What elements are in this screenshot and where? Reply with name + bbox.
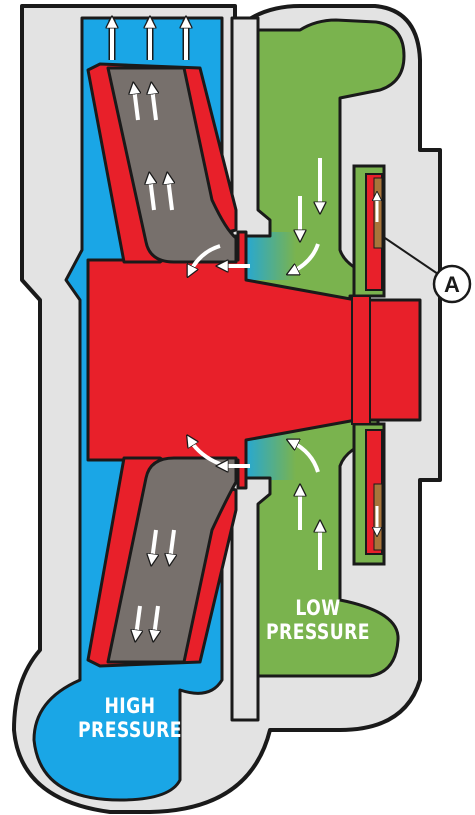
callout-leader-line xyxy=(381,235,439,275)
impeller-hub-and-shaft xyxy=(86,230,422,490)
low-pressure-line2: PRESSURE xyxy=(266,620,370,644)
callout-circle xyxy=(432,264,472,304)
callout-letter: A xyxy=(444,272,460,297)
flow-channel-upper xyxy=(106,66,238,264)
flow-arrows xyxy=(112,20,377,636)
high-pressure-line1: HIGH xyxy=(104,694,156,718)
high-pressure-line2: PRESSURE xyxy=(78,718,182,742)
shaft-sleeve xyxy=(351,295,371,425)
high-pressure-label: HIGH PRESSURE xyxy=(56,694,204,742)
low-pressure-line1: LOW xyxy=(295,596,341,620)
low-pressure-label: LOW PRESSURE xyxy=(261,596,376,644)
casing-wall-lower xyxy=(230,476,272,722)
